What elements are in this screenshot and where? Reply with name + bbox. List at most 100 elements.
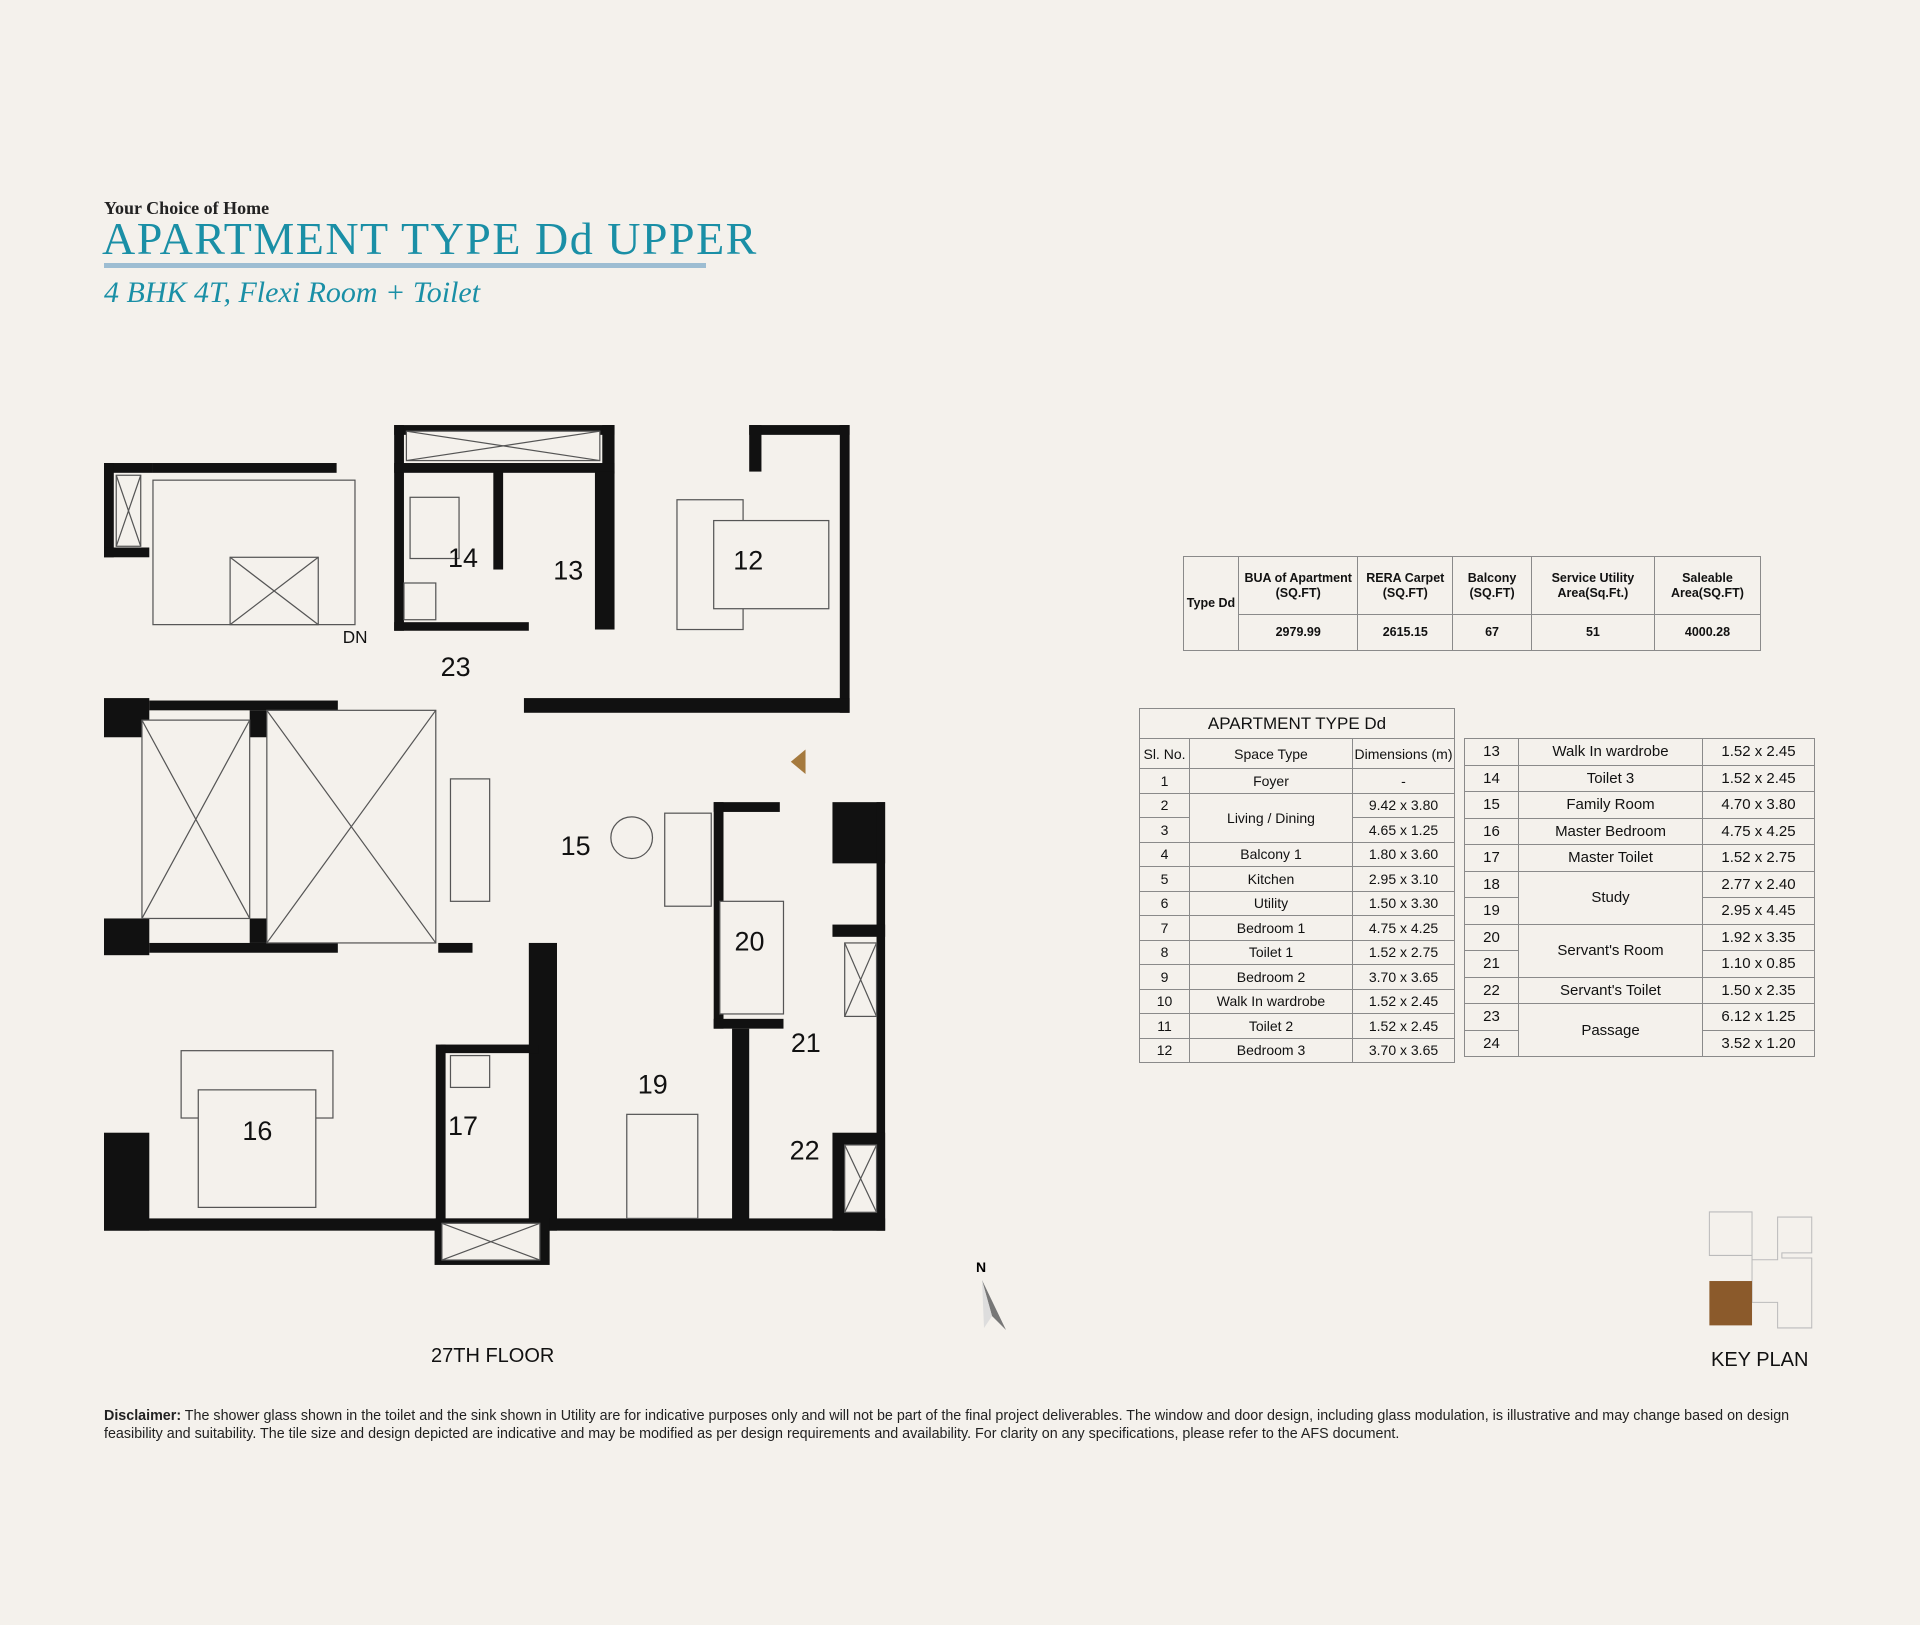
dimension-cell: 1.52 x 2.45 — [1352, 988, 1455, 1014]
space-type-cell: Bedroom 2 — [1189, 964, 1353, 990]
dimension-cell: 1.50 x 2.35 — [1702, 976, 1815, 1004]
room-15-label: 15 — [561, 831, 591, 861]
space-type-cell: Kitchen — [1189, 866, 1353, 892]
room-schedule-table-left: APARTMENT TYPE Dd Sl. No. Space Type Dim… — [1139, 708, 1455, 1063]
space-type-cell: Living / Dining — [1189, 792, 1353, 843]
serial-cell: 16 — [1464, 817, 1519, 845]
room-16-label: 16 — [242, 1116, 272, 1146]
dimension-cell: 6.12 x 1.25 — [1702, 1003, 1815, 1031]
serial-cell: 15 — [1464, 791, 1519, 819]
space-type-cell: Study — [1518, 870, 1703, 925]
dimension-cell: - — [1352, 768, 1455, 794]
room-19-label: 19 — [638, 1070, 668, 1100]
space-type-cell: Toilet 1 — [1189, 939, 1353, 965]
entrance-marker-icon — [790, 749, 806, 774]
walls — [104, 425, 886, 1265]
dimension-cell: 4.70 x 3.80 — [1702, 791, 1815, 819]
serial-cell: 13 — [1464, 738, 1519, 766]
space-type-cell: Master Toilet — [1518, 844, 1703, 872]
space-type-cell: Master Bedroom — [1518, 817, 1703, 845]
table-title: APARTMENT TYPE Dd — [1139, 708, 1455, 739]
serial-cell: 19 — [1464, 897, 1519, 925]
serial-cell: 17 — [1464, 844, 1519, 872]
dimension-cell: 4.75 x 4.25 — [1352, 915, 1455, 941]
dimension-cell: 3.70 x 3.65 — [1352, 1037, 1455, 1063]
room-14-label: 14 — [448, 543, 478, 573]
dimension-cell: 1.52 x 2.45 — [1702, 738, 1815, 766]
title-underline — [104, 263, 706, 268]
room-13-label: 13 — [553, 555, 583, 585]
value-cell: 2979.99 — [1237, 614, 1359, 651]
serial-cell: 14 — [1464, 764, 1519, 792]
serial-cell: 24 — [1464, 1029, 1519, 1057]
dimension-cell: 1.92 x 3.35 — [1702, 923, 1815, 951]
room-17-label: 17 — [448, 1111, 478, 1141]
floor-label: 27TH FLOOR — [431, 1345, 555, 1367]
header-cell: Service Utility Area(Sq.Ft.) — [1530, 556, 1655, 615]
serial-cell: 12 — [1139, 1037, 1190, 1063]
value-cell: 67 — [1452, 614, 1532, 651]
fixtures — [115, 430, 878, 1261]
space-type-cell: Bedroom 1 — [1189, 915, 1353, 941]
header-cell: Dimensions (m) — [1352, 738, 1455, 769]
dimension-cell: 1.80 x 3.60 — [1352, 841, 1455, 867]
dimension-cell: 2.95 x 3.10 — [1352, 866, 1455, 892]
room-23-label: 23 — [441, 652, 471, 682]
dimension-cell: 1.50 x 3.30 — [1352, 890, 1455, 916]
serial-cell: 9 — [1139, 964, 1190, 990]
dimension-cell: 9.42 x 3.80 — [1352, 792, 1455, 818]
dimension-cell: 4.75 x 4.25 — [1702, 817, 1815, 845]
disclaimer-text: The shower glass shown in the toilet and… — [104, 1408, 1790, 1442]
space-type-cell: Servant's Toilet — [1518, 976, 1703, 1004]
space-type-cell: Walk In wardrobe — [1189, 988, 1353, 1014]
north-arrow-icon: N — [976, 1259, 1006, 1330]
floor-plan: 14 13 12 DN 23 15 20 21 19 16 17 22 — [104, 425, 886, 1265]
dimension-cell: 2.95 x 4.45 — [1702, 897, 1815, 925]
value-cell: 2615.15 — [1357, 614, 1454, 651]
stair-down-label: DN — [343, 627, 368, 647]
space-type-cell: Utility — [1189, 890, 1353, 916]
header-cell: Saleable Area(SQ.FT) — [1653, 556, 1762, 615]
dimension-cell: 1.52 x 2.45 — [1702, 764, 1815, 792]
serial-cell: 1 — [1139, 768, 1190, 794]
serial-cell: 11 — [1139, 1013, 1190, 1039]
page-title: APARTMENT TYPE Dd UPPER — [102, 213, 758, 264]
space-type-cell: Family Room — [1518, 791, 1703, 819]
disclaimer-label: Disclaimer: — [104, 1408, 182, 1424]
north-label: N — [976, 1259, 986, 1275]
disclaimer: Disclaimer: The shower glass shown in th… — [104, 1407, 1804, 1443]
serial-cell: 23 — [1464, 1003, 1519, 1031]
dimension-cell: 1.52 x 2.75 — [1702, 844, 1815, 872]
key-plan-highlight — [1709, 1281, 1753, 1326]
space-type-cell: Foyer — [1189, 768, 1353, 794]
tagline: Your Choice of Home — [104, 198, 270, 218]
room-22-label: 22 — [790, 1136, 820, 1166]
header-cell: RERA Carpet (SQ.FT) — [1357, 556, 1454, 615]
dimension-cell: 1.52 x 2.45 — [1352, 1013, 1455, 1039]
key-plan — [1708, 1211, 1813, 1329]
dimension-cell: 2.77 x 2.40 — [1702, 870, 1815, 898]
serial-cell: 18 — [1464, 870, 1519, 898]
space-type-cell: Passage — [1518, 1003, 1703, 1057]
serial-cell: 4 — [1139, 841, 1190, 867]
room-12-label: 12 — [733, 546, 763, 576]
serial-cell: 2 — [1139, 792, 1190, 818]
